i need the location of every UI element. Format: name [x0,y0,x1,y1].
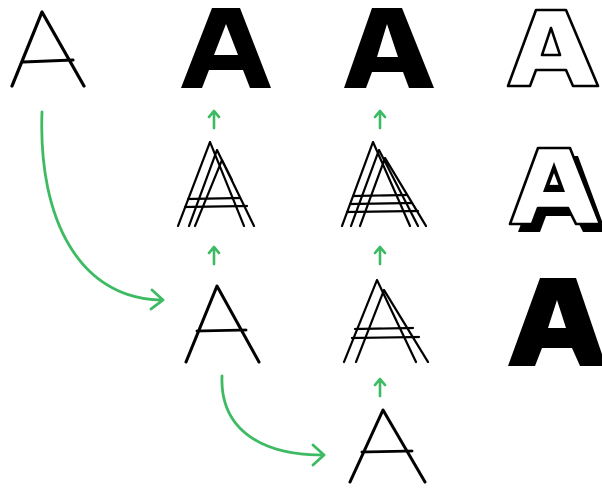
letter-a-solid-heavy [508,278,602,366]
letter-a-double-stroke-col3 [344,280,428,362]
letter-a-single-stroke-start [12,12,84,86]
arrow-up-icon [209,111,219,128]
curved-arrow-icon [222,376,324,465]
letter-a-single-stroke-col2 [186,286,259,362]
arrow-up-icon [375,111,385,128]
letter-a-triple-stroke [342,142,426,226]
letter-a-double-stroke [178,142,254,226]
arrow-up-icon [375,379,385,396]
letter-a-3d-outline [510,148,602,232]
arrow-up-icon [375,247,385,264]
letter-a-bold-col2 [181,8,271,88]
letter-a-single-stroke-col3 [350,410,425,482]
letter-a-heavy-col3 [344,8,434,88]
arrow-up-icon [209,247,219,264]
curved-arrow-icon [42,112,163,309]
letter-a-outline [508,10,598,86]
